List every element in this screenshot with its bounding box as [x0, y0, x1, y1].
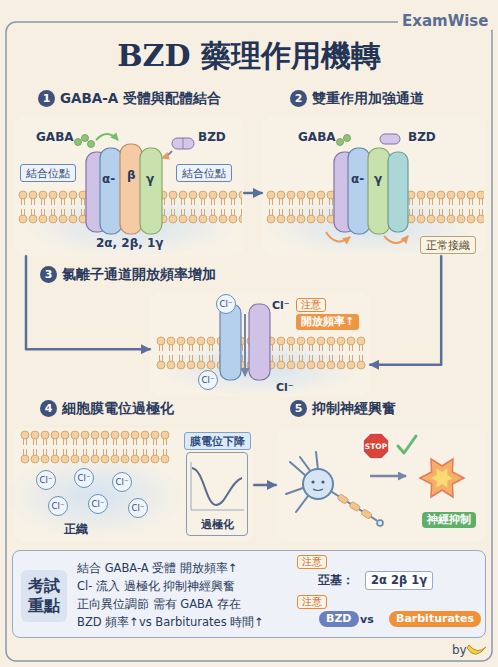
step-title: 雙重作用加強通道: [312, 90, 424, 107]
step-heading: 4 細胞膜電位過極化: [40, 400, 174, 417]
subunit-box: 2α 2β 1γ: [365, 571, 433, 590]
warning-tag: 注意: [296, 298, 326, 312]
node-text: Barbiturates: [396, 612, 474, 625]
part-label: γ: [374, 172, 382, 187]
chloride-ion: Cl⁻: [198, 370, 218, 390]
flow-arrow: [244, 192, 262, 195]
step-heading: 5 抑制神經興奮: [290, 400, 396, 417]
node-text: 注意: [302, 596, 322, 607]
chloride-ion: Cl⁻: [74, 468, 94, 488]
stop-sign: STOP: [362, 432, 390, 460]
node-text: 結合位點: [182, 167, 226, 179]
part-label: by: [452, 643, 467, 658]
step-number: 4: [40, 400, 57, 417]
node-text: 注意: [301, 299, 321, 310]
chloride-ion: Cl⁻: [128, 498, 148, 518]
title-text: BZD 藥理作用機轉: [0, 38, 498, 74]
part-label: γ: [146, 172, 154, 187]
summary-lines: 結合 GABA-A 受體 開放頻率↑Cl- 流入 過極化 抑制神經興奮正向異位調…: [77, 559, 264, 631]
step-number: 5: [290, 400, 307, 417]
warning-tag: 注意: [297, 595, 327, 609]
node-text: 膜電位下降: [190, 435, 245, 447]
chloride-ion: Cl⁻: [216, 294, 236, 314]
node-text: 考試重點: [28, 576, 60, 615]
flow-arrow: [254, 484, 276, 487]
node-text: 注意: [302, 556, 322, 567]
part-label: GABA: [36, 130, 74, 145]
drug-pill: Barbiturates: [389, 611, 481, 627]
step-title: 抑制神經興奮: [312, 400, 396, 417]
node-text: 正常接織: [426, 239, 470, 251]
result-tag: 神經抑制: [422, 512, 476, 528]
part-label: 亞基：: [318, 573, 354, 588]
chloride-ion: Cl⁻: [36, 470, 56, 490]
part-label: α-: [351, 172, 364, 187]
potential-graph: 過極化: [186, 452, 248, 536]
chloride-ion: Cl⁻: [88, 494, 108, 514]
node-text: 結合位點: [26, 167, 70, 179]
node-text: Cl⁻: [132, 503, 145, 513]
step-heading: 2 雙重作用加強通道: [290, 90, 424, 107]
step-number: 2: [290, 90, 307, 107]
chloride-ion: Cl⁻: [112, 472, 132, 492]
step-title: 氯離子通道開放頻率增加: [62, 266, 216, 283]
node-text: 神經抑制: [427, 513, 471, 526]
node-text: Cl⁻: [116, 477, 129, 487]
step-title: 細胞膜電位過極化: [62, 400, 174, 417]
part-label: vs: [360, 612, 374, 627]
node-text: 開放頻率↑: [301, 315, 354, 328]
summary-line: 正向異位調節 需有 GABA 存在: [77, 595, 264, 613]
summary-line: 結合 GABA-A 受體 開放頻率↑: [77, 559, 264, 577]
node-text: STOP: [365, 442, 387, 451]
highlight-tag: 開放頻率↑: [296, 314, 359, 330]
chloride-ion: Cl⁻: [48, 496, 68, 516]
step-heading: 1 GABA-A 受體與配體結合: [38, 90, 221, 107]
part-label: Cl⁻: [276, 380, 294, 395]
summary-box: 結合 GABA-A 受體 開放頻率↑Cl- 流入 過極化 抑制神經興奮正向異位調…: [12, 550, 486, 638]
node-text: Cl⁻: [40, 475, 53, 485]
flow-arrow: [370, 256, 441, 365]
step-panel: 5抑制神經興奮STOP神經抑制: [276, 428, 486, 542]
part-label: 2α, 2β, 1γ: [96, 236, 164, 251]
node-text: Cl⁻: [220, 299, 233, 309]
node-text: Cl⁻: [202, 375, 215, 385]
part-label: Cl⁻: [272, 298, 290, 313]
step-panel: 3氯離子通道開放頻率增加Cl⁻注意開放頻率↑Cl⁻: [150, 292, 370, 396]
part-label: GABA: [298, 130, 336, 145]
warning-tag: 注意: [297, 555, 327, 569]
node-text: Cl⁻: [52, 501, 65, 511]
step-number: 1: [38, 90, 55, 107]
part-label: β: [127, 168, 136, 183]
brand-label: ExamWise: [398, 12, 492, 30]
note-tag: 正常接織: [420, 236, 476, 254]
node-text: 2α 2β 1γ: [371, 573, 427, 587]
potential-tag: 膜電位下降: [184, 432, 251, 450]
node-text: 過極化: [201, 518, 234, 532]
part-label: BZD: [408, 130, 436, 145]
part-label: 正織: [64, 522, 88, 537]
part-label: α-: [102, 172, 115, 187]
summary-line: Cl- 流入 過極化 抑制神經興奮: [77, 577, 264, 595]
drug-pill: BZD: [319, 611, 359, 627]
node-text: Cl⁻: [92, 499, 105, 509]
node-text: BZD: [326, 612, 352, 625]
step-heading: 3 氯離子通道開放頻率增加: [40, 266, 216, 283]
exam-tag: 考試重點: [21, 570, 67, 622]
step-number: 3: [40, 266, 57, 283]
site-tag: 結合位點: [176, 164, 232, 182]
part-label: BZD: [198, 130, 226, 145]
step-title: GABA-A 受體與配體結合: [60, 90, 221, 107]
site-tag: 結合位點: [20, 164, 76, 182]
step-panel: 4細胞膜電位過極化膜電位下降Cl⁻Cl⁻Cl⁻Cl⁻Cl⁻Cl⁻過極化: [14, 428, 254, 542]
node-text: Cl⁻: [78, 473, 91, 483]
summary-line: BZD 頻率↑vs Barbiturates 時間↑: [77, 613, 264, 631]
